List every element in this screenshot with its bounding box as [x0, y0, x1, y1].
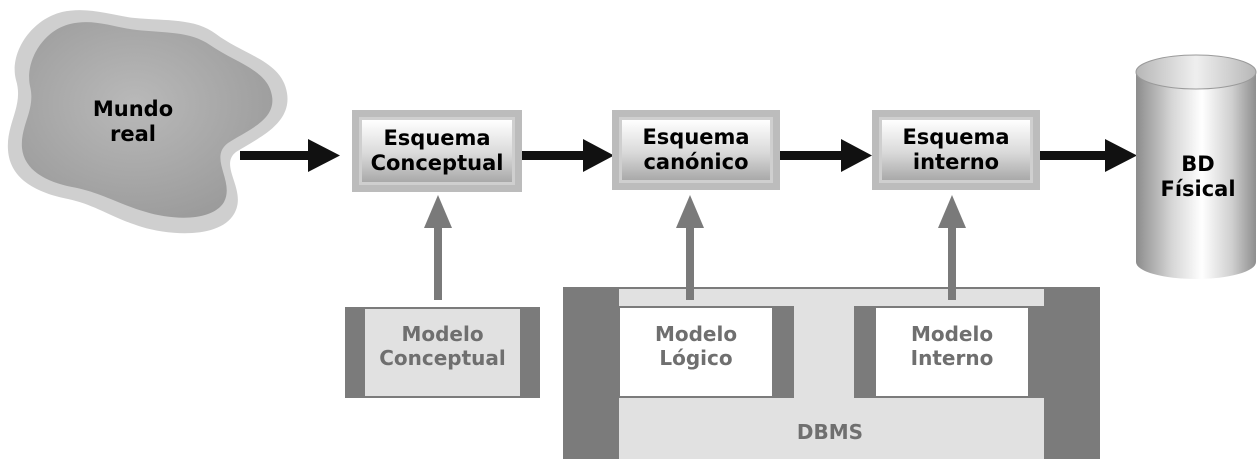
modelo-conceptual-line1: Modelo	[401, 322, 484, 346]
mundo-real-label: Mundo real	[78, 97, 188, 147]
esquema-canonico-box: Esquema canónico	[612, 110, 780, 190]
arrow-head-icon	[583, 139, 614, 172]
esquema-conceptual-label: Esquema Conceptual	[362, 120, 512, 182]
arrow-up-icon	[938, 195, 966, 228]
arrow-mundo-to-conceptual	[240, 139, 340, 172]
modelo-logico-line1: Modelo	[654, 322, 738, 346]
arrow-canonico-to-interno	[780, 139, 872, 172]
arrow-modelo-logico-up	[676, 195, 704, 300]
modelo-interno-box	[876, 308, 1028, 396]
bd-fisica-label: BD Físical	[1144, 152, 1252, 202]
modelo-interno-label: Modelo Interno	[876, 322, 1028, 370]
arrow-modelo-conceptual-up	[424, 195, 452, 300]
modelo-logico-box	[620, 308, 772, 396]
esquema-interno-label: Esquema interno	[882, 120, 1030, 180]
cloud-inner-shape	[21, 22, 273, 218]
bd-fisica-line1: BD	[1181, 152, 1215, 176]
arrow-up-icon	[676, 195, 704, 228]
modelo-conceptual-label: Modelo Conceptual	[360, 322, 525, 370]
modelo-conceptual-box	[345, 307, 540, 398]
dbms-label-text: DBMS	[796, 420, 864, 444]
mundo-real-line1: Mundo	[92, 97, 174, 121]
arrow-up-icon	[424, 195, 452, 228]
modelo-interno-line1: Modelo	[910, 322, 994, 346]
dbms-label: DBMS	[740, 420, 920, 444]
esquema-conceptual-line2: Conceptual	[370, 151, 504, 175]
mundo-real-cloud	[7, 10, 288, 234]
arrow-head-icon	[1105, 139, 1137, 172]
modelo-logico-line2: Lógico	[659, 346, 733, 370]
modelo-conceptual-line2: Conceptual	[379, 346, 506, 370]
modelo-interno-line2: Interno	[910, 346, 994, 370]
arrow-interno-to-bd	[1040, 139, 1137, 172]
modelo-logico-label: Modelo Lógico	[620, 322, 772, 370]
esquema-interno-box: Esquema interno	[872, 110, 1040, 190]
esquema-interno-line2: interno	[912, 150, 1000, 174]
esquema-canonico-label: Esquema canónico	[622, 120, 770, 180]
arrow-conceptual-to-canonico	[522, 139, 614, 172]
arrow-modelo-interno-up	[938, 195, 966, 300]
arrow-head-icon	[308, 139, 340, 172]
mundo-real-line2: real	[110, 122, 156, 147]
esquema-canonico-line2: canónico	[643, 150, 749, 174]
bd-fisica-line2: Físical	[1160, 177, 1236, 202]
bd-fisica-cylinder	[1135, 54, 1257, 279]
esquema-conceptual-box: Esquema Conceptual	[352, 110, 522, 192]
arrow-head-icon	[841, 139, 872, 172]
esquema-canonico-line1: Esquema	[642, 124, 750, 149]
dbms-frame	[563, 287, 1100, 459]
esquema-interno-line1: Esquema	[902, 124, 1010, 149]
esquema-conceptual-line1: Esquema	[383, 125, 491, 150]
